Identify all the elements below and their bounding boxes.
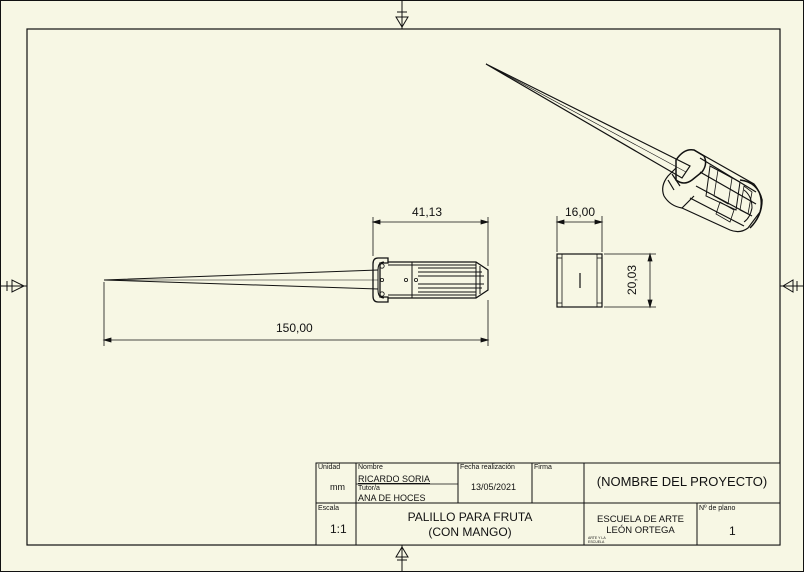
centering-mark-bottom [395,545,409,572]
dimension-handle-length [371,217,490,266]
tutor-value: ANA DE HOCES [358,493,426,503]
school-small-line1: ARTE Y LA [588,536,606,540]
centering-mark-top [395,0,409,29]
project-name: (NOMBRE DEL PROYECTO) [596,474,768,489]
dimension-text-side-width: 16,00 [565,205,596,219]
name-value: RICARDO SORIA [358,474,431,484]
tutor-label: Tutor/a [358,485,380,492]
scale-label: Escala [318,505,340,512]
dimension-side-width [555,216,604,252]
side-view [556,253,603,308]
title-block [315,462,781,546]
school-line2: LEÓN ORTEGA [606,525,675,536]
sheet-number-value: 1 [729,524,736,538]
isometric-view [485,63,763,233]
dimension-text-side-height: 20,03 [625,264,639,295]
name-label: Nombre [358,464,383,471]
sheet-number-label: Nº de plano [699,505,736,512]
date-label: Fecha realización [460,464,515,471]
dimension-text-total-length: 150,00 [276,321,313,335]
piece-title-line1: PALILLO PARA FRUTA [407,510,533,524]
signature-label: Firma [534,464,552,471]
dimension-text-handle-length: 41,13 [412,205,443,219]
front-view [103,257,489,303]
dimension-total-length [102,282,490,346]
dimension-side-height [604,252,656,309]
school-small-line2: ESCUELA [588,540,605,544]
unit-value: mm [330,482,345,492]
unit-label: Unidad [318,464,341,471]
date-value: 13/05/2021 [471,482,517,492]
school-line1: ESCUELA DE ARTE [597,514,684,525]
centering-mark-left [0,279,27,293]
scale-value: 1:1 [330,522,347,536]
piece-title-line2: (CON MANGO) [428,525,512,539]
centering-mark-right [780,279,804,293]
